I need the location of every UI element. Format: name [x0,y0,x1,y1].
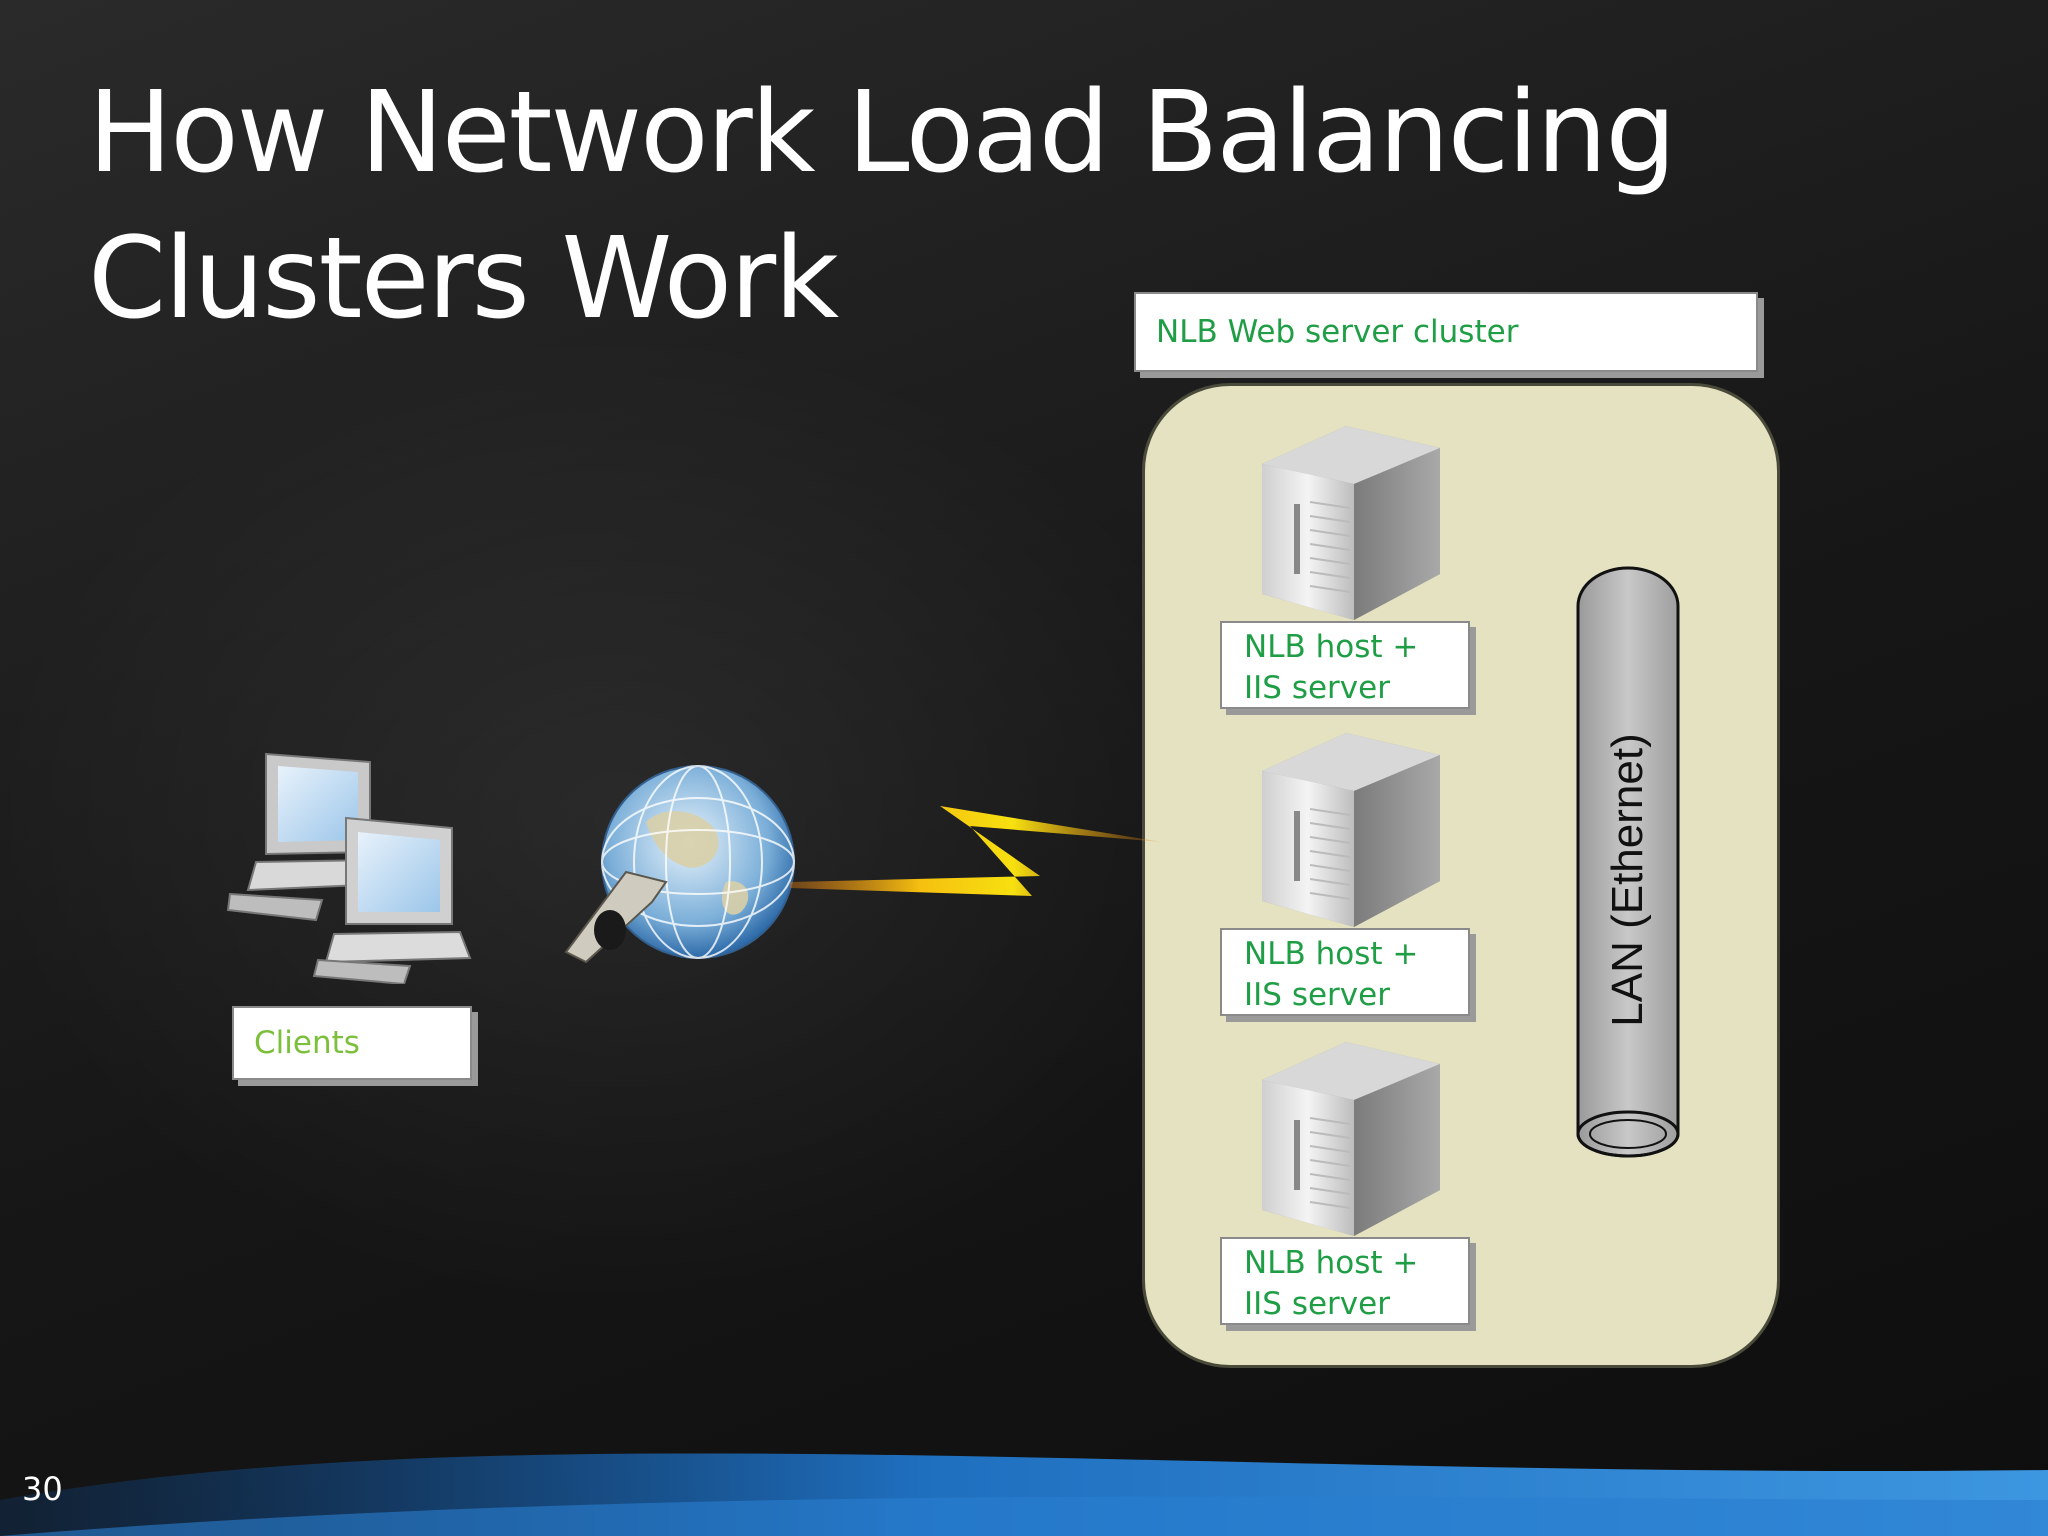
cluster-label: NLB Web server cluster [1134,292,1758,372]
globe-icon [564,765,795,964]
title-line-2: Clusters Work [88,214,839,344]
slide-title: How Network Load Balancing Clusters Work [88,60,1788,352]
server-icon [1262,733,1440,927]
slide-number: 30 [22,1470,63,1508]
lightning-icon [790,806,1162,896]
server-icon [1262,1042,1440,1236]
host-label: NLB host + IIS server [1220,1237,1470,1325]
server-icon [1262,426,1440,620]
clients-label: Clients [232,1006,472,1080]
title-line-1: How Network Load Balancing [88,68,1676,198]
host-label: NLB host + IIS server [1220,621,1470,709]
host-label: NLB host + IIS server [1220,928,1470,1016]
computers-icon [226,752,472,984]
lan-cylinder [1576,566,1680,1158]
